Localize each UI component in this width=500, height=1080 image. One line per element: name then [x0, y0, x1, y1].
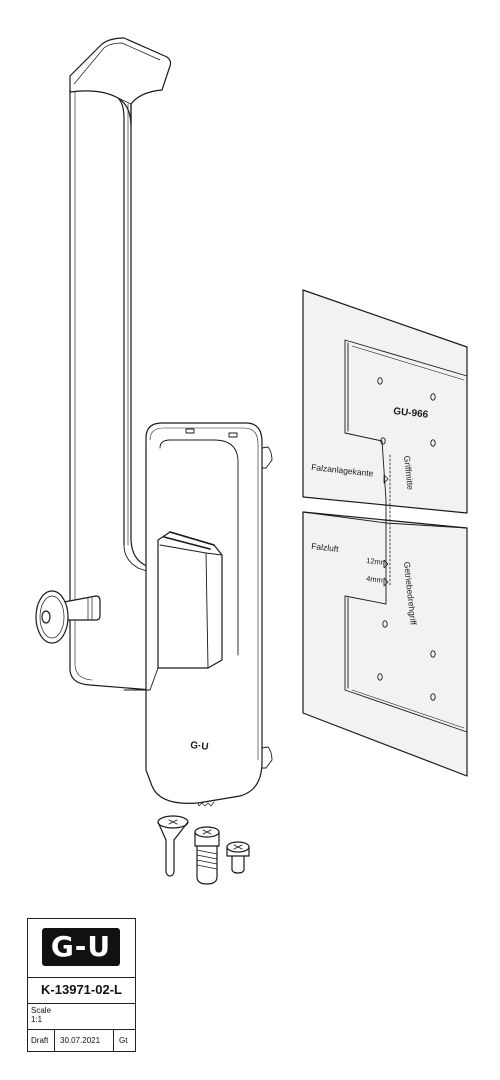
screws: [157, 815, 250, 885]
title-block-logo-cell: G-U: [28, 919, 135, 978]
label-griffmitte: Griffmitte: [402, 455, 416, 490]
plate-code: GU-966: [393, 406, 429, 421]
drawing-status: Draft: [31, 1036, 49, 1045]
knob-block: [123, 531, 223, 691]
title-block: G-U K-13971-02-L Scale 1:1 Draft 30.07.2…: [27, 918, 136, 1052]
drawing-number-cell: K-13971-02-L: [28, 977, 135, 1004]
hole-markers: [377, 377, 436, 701]
screw-cap: [226, 841, 250, 874]
scale-label: Scale: [31, 1006, 52, 1015]
label-dim-4: 4mm: [366, 574, 384, 585]
scale-cell: Scale 1:1: [28, 1003, 135, 1030]
label-falzluft: Falzluft: [311, 541, 340, 554]
drawing-number: K-13971-02-L: [41, 982, 122, 997]
handle-logo: G·U: [190, 740, 209, 753]
key: [35, 590, 101, 644]
drilling-template: [302, 289, 468, 777]
screw-threaded: [194, 826, 220, 885]
title-block-footer: Draft 30.07.2021 Gt: [28, 1029, 135, 1051]
label-dim-12: 12mm: [366, 556, 388, 567]
drawing-author: Gt: [119, 1036, 128, 1045]
screw-countersunk: [157, 815, 189, 877]
template-upper-plate: [302, 289, 468, 514]
template-lower-plate: [302, 511, 468, 777]
drawing-date: 30.07.2021: [60, 1036, 101, 1045]
scale-value: 1:1: [31, 1015, 43, 1024]
gu-logo: G-U: [42, 928, 120, 966]
